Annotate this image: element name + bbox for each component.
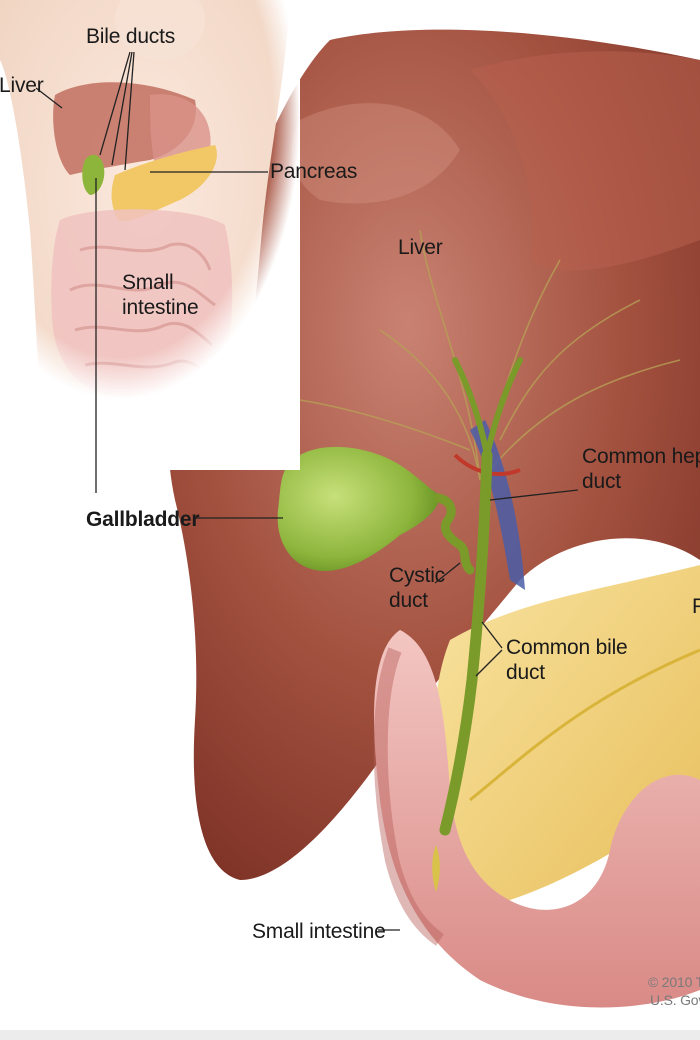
label-pancreas-partial: P [692,595,700,618]
leader-common-bile-1 [481,621,503,649]
copyright-line-1: © 2010 T [648,974,700,990]
leader-common-hepatic [489,489,579,501]
liver-lobe-shading [470,51,700,271]
label-small-intestine: Small intestine [252,920,386,943]
leader-bile-ducts-1 [99,51,131,156]
liver-highlight [291,103,460,204]
gallbladder-shape [277,446,440,571]
label-gallbladder: Gallbladder [86,508,200,531]
label-liver: Liver [398,236,443,259]
cystic-duct-shape [433,493,475,575]
copyright-line-2: U.S. Govt. [650,992,700,1008]
duodenum-wall [373,647,445,946]
bottom-bar [0,1030,700,1040]
leader-bile-ducts-3 [124,51,135,171]
common-bile-duct-shape [439,449,493,836]
label-common-hepatic-duct: Common hepatic duct [582,445,700,494]
label-inset-small-intestine: Small intestine [122,271,199,320]
hepatic-ducts-shape [452,357,523,458]
duodenum-shape [374,630,700,1008]
leader-cystic [434,562,461,584]
label-bile-ducts: Bile ducts [86,25,176,48]
inset-body [0,0,300,470]
leader-bile-ducts-2 [111,51,133,166]
label-pancreas: Pancreas [270,160,358,183]
label-inset-liver: Liver [0,74,44,97]
leader-common-bile-2 [475,649,503,677]
bile-drip [432,845,440,892]
leader-inset-liver [35,87,63,109]
pancreatic-duct [469,648,700,802]
leader-lines [35,51,579,931]
label-cystic-duct: Cystic duct [389,564,445,613]
label-common-bile-duct: Common bile duct [506,636,628,685]
